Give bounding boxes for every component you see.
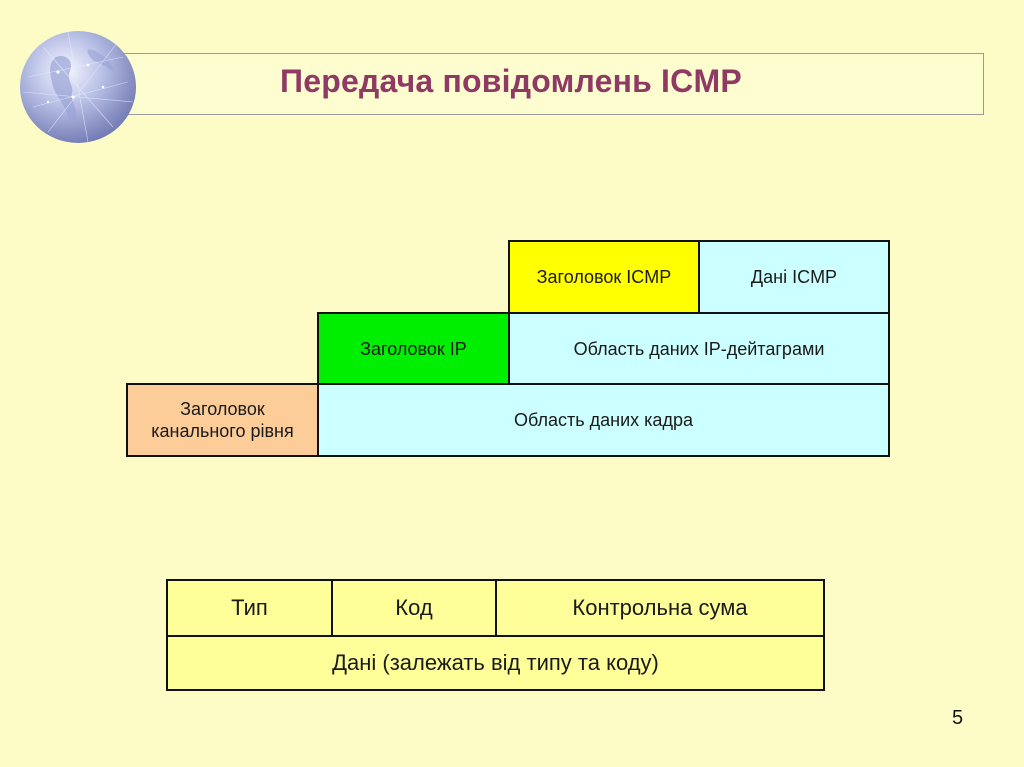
slide-title: Передача повідомлень ICMP (280, 63, 742, 100)
ip-data-cell: Область даних IP-дейтаграми (508, 312, 890, 386)
frame-data-cell: Область даних кадра (317, 383, 890, 457)
type-field-cell: Тип (166, 579, 333, 637)
link-header-cell: Заголовок канального рівня (126, 383, 319, 457)
globe-icon (18, 27, 138, 145)
ip-header-cell: Заголовок IP (317, 312, 510, 386)
data-field-cell: Дані (залежать від типу та коду) (166, 635, 825, 691)
icmp-header-cell: Заголовок ICMP (508, 240, 700, 314)
page-number: 5 (952, 707, 963, 730)
checksum-field-cell: Контрольна сума (495, 579, 825, 637)
code-field-cell: Код (331, 579, 497, 637)
icmp-data-cell: Дані ICMP (698, 240, 890, 314)
